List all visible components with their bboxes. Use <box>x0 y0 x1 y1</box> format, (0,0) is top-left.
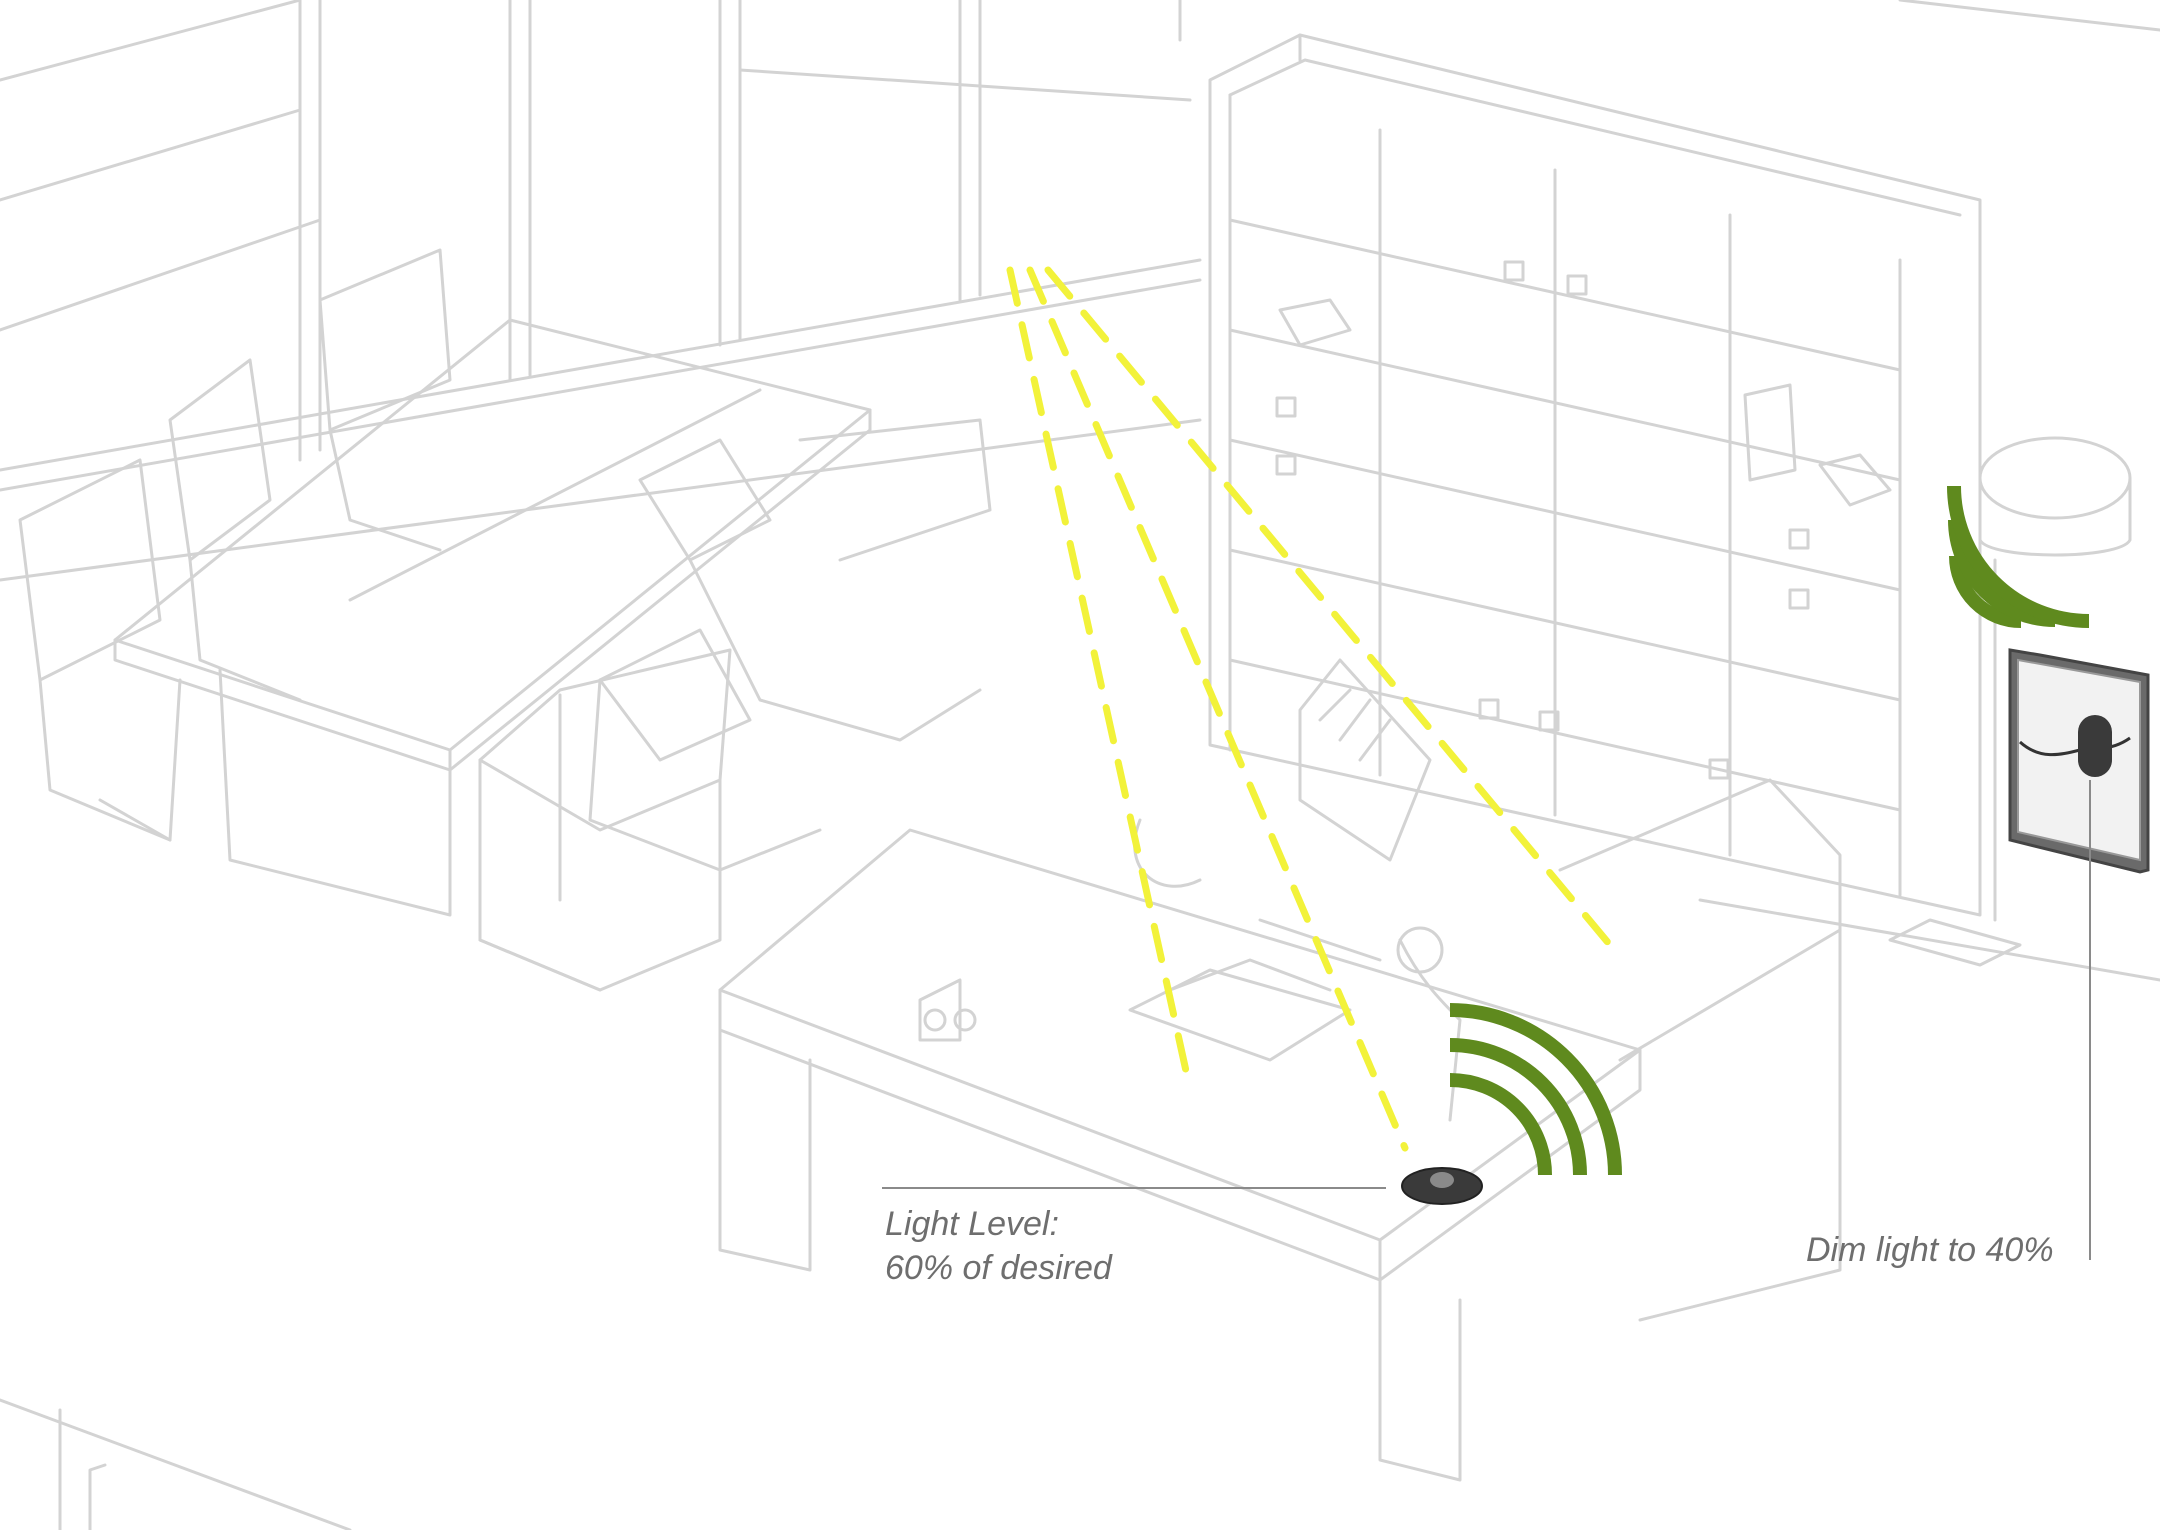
light-level-label: Light Level: <box>885 1205 1059 1243</box>
desk-lamp-head <box>1396 926 1444 974</box>
foreground-edge <box>58 1408 107 1530</box>
floor-line-right <box>1698 898 2160 982</box>
signal-wave-outer <box>1449 1003 1622 1176</box>
conference-table <box>113 318 872 917</box>
desk-lamp <box>1398 938 1462 1122</box>
wall-dimmer-switch-icon <box>2008 648 2150 874</box>
signal-wave-mid <box>1449 1038 1587 1176</box>
conference-chairs <box>18 248 992 992</box>
light-beam-1 <box>1006 266 1192 1084</box>
foreground-floor <box>0 1398 352 1530</box>
window-wall <box>0 0 2160 492</box>
office-chair <box>1133 658 1432 962</box>
light-beam-3 <box>1044 266 1624 961</box>
leader-lines <box>882 780 2091 1260</box>
signal-wave-outer <box>1947 485 2090 628</box>
signal-wave-inner <box>1949 555 2022 628</box>
executive-desk <box>718 778 1842 1482</box>
dimmer-callout: Dim light to 40% <box>1806 1231 2054 1269</box>
bookcase <box>1208 33 1982 917</box>
signal-wave-inner <box>1449 1073 1552 1176</box>
signal-waves-icon <box>1947 485 2090 628</box>
light-sensor-icon <box>1401 1167 1483 1205</box>
signal-wave-mid <box>1948 519 2056 627</box>
light-level-value: 60% of desired <box>885 1249 1112 1287</box>
light-level-callout: Light Level: 60% of desired <box>885 1202 1112 1290</box>
light-beam-2 <box>1026 266 1409 1152</box>
light-beams <box>1006 266 1624 1152</box>
signal-waves-icon <box>1449 1003 1622 1176</box>
